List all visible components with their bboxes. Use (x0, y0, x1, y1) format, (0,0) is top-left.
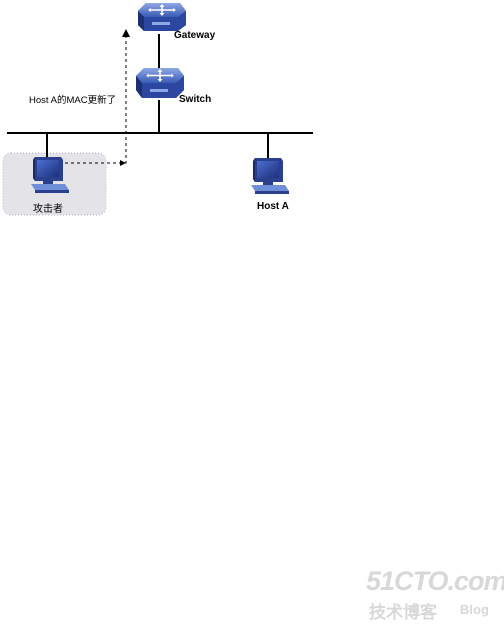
switch-label: Switch (179, 94, 212, 105)
attack-path-corner-arrow (120, 160, 126, 166)
watermark-site: 51CTO.com (366, 566, 504, 596)
router-icon (138, 3, 186, 31)
attack-path-arrow (122, 29, 130, 37)
watermark-blog: Blog (460, 602, 489, 617)
attacker-label: 攻击者 (33, 204, 63, 215)
switch-icon (136, 68, 184, 98)
annotation-label: Host A的MAC更新了 (29, 95, 117, 106)
attacker-computer-icon (31, 157, 69, 193)
watermark-tagline: 技术博客 (369, 603, 437, 622)
gateway-label: Gateway (174, 30, 216, 41)
host-a-computer-icon (251, 158, 289, 194)
host-a-label: Host A (257, 201, 289, 212)
